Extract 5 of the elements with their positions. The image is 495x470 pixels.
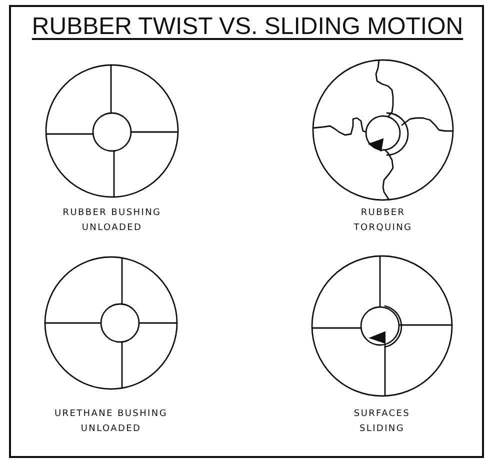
title: RUBBER TWIST VS. SLIDING MOTION [32, 12, 464, 42]
caption: RUBBER BUSHING UNLOADED [62, 207, 162, 235]
caption: RUBBER TORQUING [352, 207, 414, 235]
caption: URETHANE BUSHING UNLOADED [53, 408, 169, 436]
caption: SURFACES SLIDING [352, 408, 412, 436]
